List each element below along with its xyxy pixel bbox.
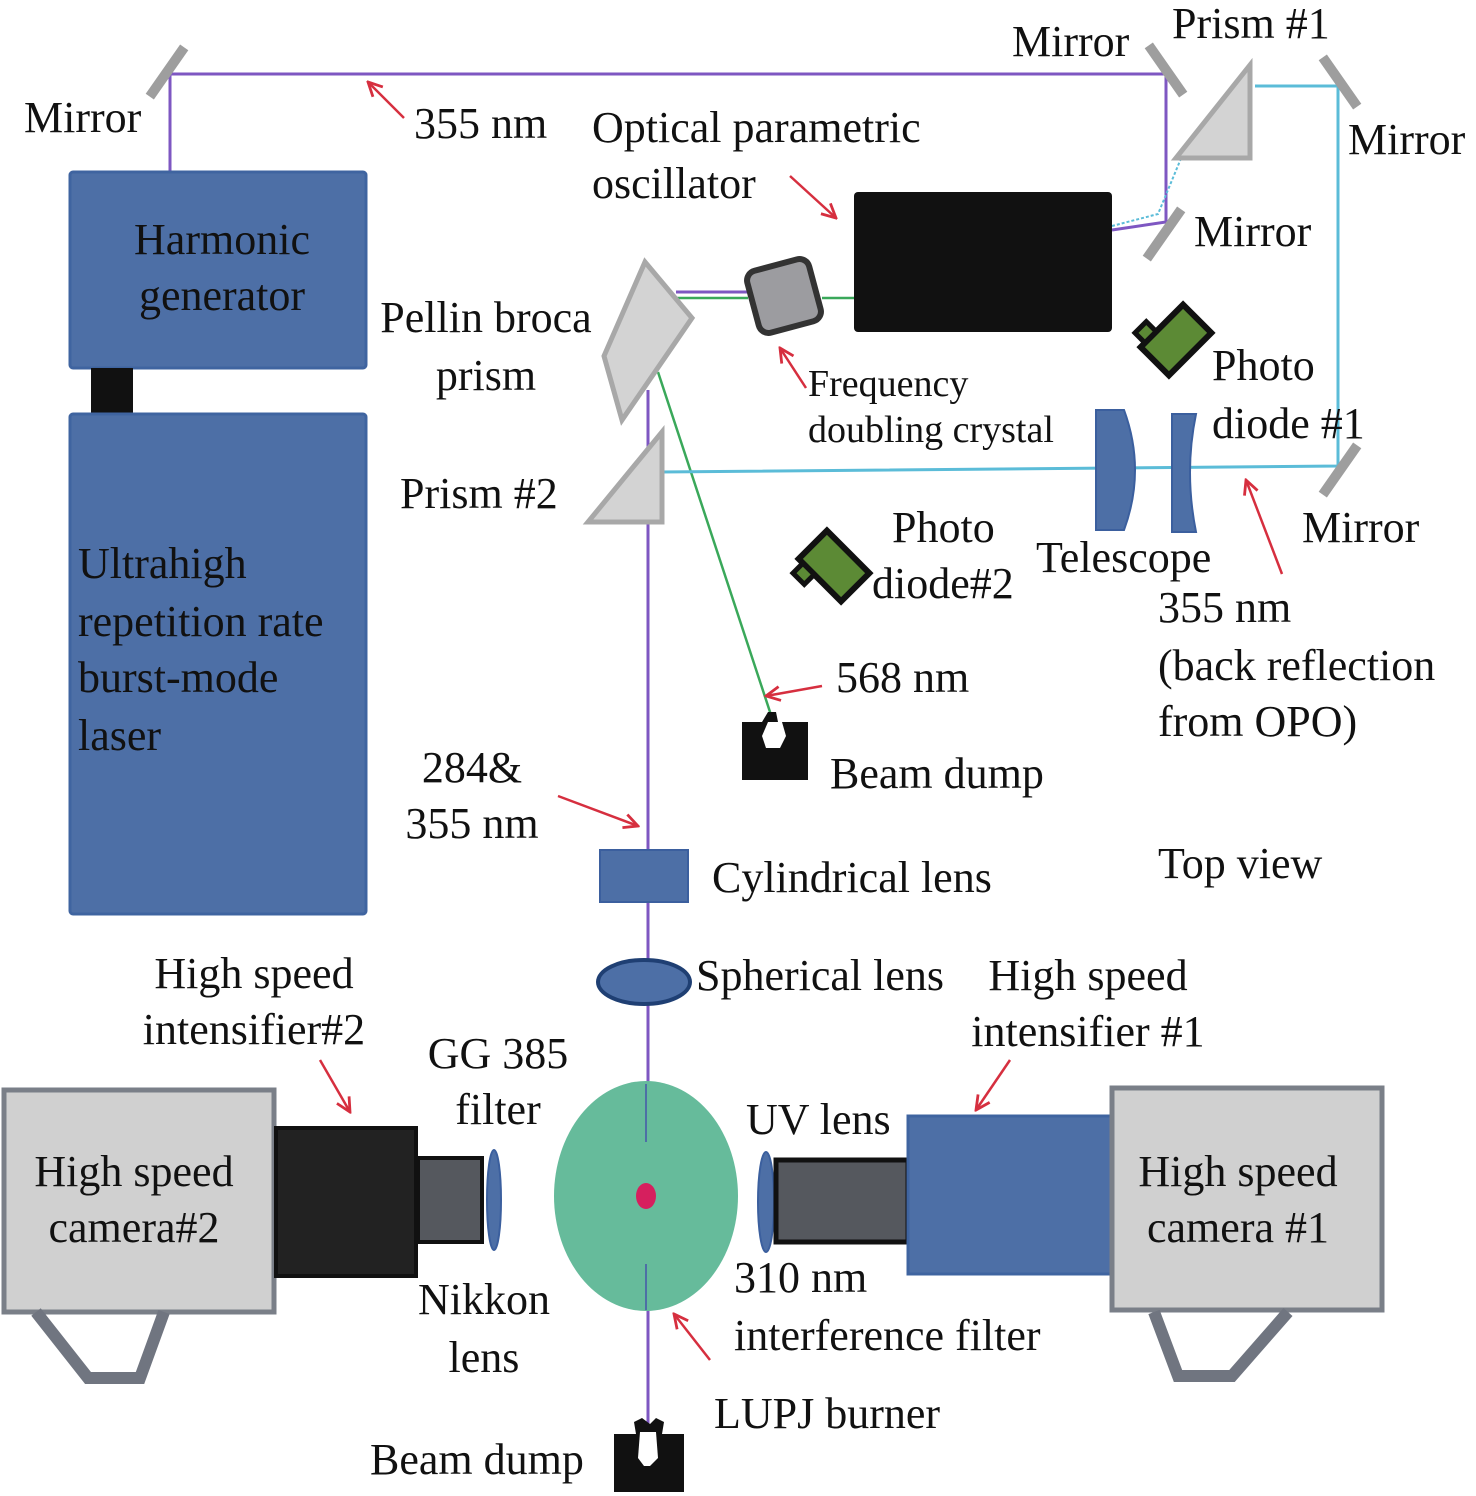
- mirror-lower-right: [1318, 442, 1362, 498]
- label-prism-1: Prism #1: [1172, 0, 1330, 48]
- interference-filter-body: [773, 1157, 911, 1245]
- intensifier-1: [906, 1114, 1116, 1276]
- intensifier-2: [274, 1126, 418, 1278]
- label-nikkon-line1: Nikkon: [418, 1275, 550, 1324]
- label-mirror-opo: Mirror: [1194, 207, 1312, 256]
- photodiode-1-icon: [1131, 300, 1216, 380]
- beam-568-to-dump: [656, 371, 774, 719]
- mirror-top-right: [1144, 42, 1188, 98]
- label-568nm: 568 nm: [836, 653, 969, 702]
- nikkon-lens-body: [416, 1156, 484, 1244]
- label-intensifier2-line1: High speed: [154, 949, 353, 998]
- label-interference-line1: 310 nm: [734, 1253, 867, 1302]
- camera-2-body: [1, 1087, 277, 1315]
- label-nikkon-line2: lens: [449, 1333, 520, 1382]
- opo-box: [854, 192, 1112, 332]
- label-mirror-top-right: Mirror: [1012, 17, 1130, 66]
- label-intensifier1-line1: High speed: [988, 951, 1187, 1000]
- telescope-lens-convex: [1095, 409, 1136, 531]
- label-prism-2: Prism #2: [400, 469, 558, 518]
- label-camera2-line1: High speed: [34, 1147, 233, 1196]
- uv-lens: [757, 1151, 775, 1253]
- laser-connector: [91, 368, 133, 414]
- label-pellin-line1: Pellin broca: [380, 293, 591, 342]
- flame-spot: [636, 1183, 656, 1209]
- label-355nm-top: 355 nm: [414, 99, 547, 148]
- mirror-top-left: [145, 44, 189, 100]
- label-beam-dump-lower: Beam dump: [370, 1435, 584, 1484]
- camera-2-handle: [31, 1308, 170, 1384]
- laser-box: [68, 412, 368, 916]
- spherical-lens: [596, 958, 692, 1006]
- beam-dump-lower-opening: [638, 1432, 658, 1466]
- annotation-arrows: [318, 82, 1284, 1361]
- label-pellin-line2: prism: [436, 351, 536, 400]
- label-gg385-line2: filter: [455, 1085, 541, 1134]
- label-284-355-line1: 284&: [422, 743, 522, 792]
- label-back-reflection-line1: 355 nm: [1158, 583, 1291, 632]
- label-mirror-lower-right: Mirror: [1302, 503, 1420, 552]
- label-opo-line1: Optical parametric: [592, 103, 921, 152]
- label-laser-line4: laser: [78, 711, 161, 760]
- telescope-lens-concave: [1171, 413, 1198, 533]
- pellin-broca-prism: [601, 257, 696, 426]
- label-laser-line1: Ultrahigh: [78, 539, 247, 588]
- label-top-view: Top view: [1158, 839, 1323, 888]
- label-gg385-line1: GG 385: [428, 1029, 569, 1078]
- label-beam-dump-upper: Beam dump: [830, 749, 1044, 798]
- label-spherical-lens: Spherical lens: [696, 951, 944, 1000]
- label-telescope: Telescope: [1036, 533, 1211, 582]
- label-cylindrical-lens: Cylindrical lens: [712, 853, 992, 902]
- label-camera1-line1: High speed: [1138, 1147, 1337, 1196]
- gg385-filter: [486, 1149, 502, 1251]
- label-freq-doubling-line2: doubling crystal: [808, 409, 1054, 451]
- label-harmonic-line1: Harmonic: [134, 215, 310, 264]
- camera-1-handle: [1148, 1308, 1293, 1382]
- label-interference-line2: interference filter: [734, 1311, 1041, 1360]
- cylindrical-lens: [599, 849, 689, 903]
- prism-1: [1170, 57, 1253, 161]
- label-back-reflection-line2: (back reflection: [1158, 641, 1435, 690]
- label-harmonic-line2: generator: [139, 271, 305, 320]
- label-photodiode2-line1: Photo: [892, 503, 995, 552]
- beam-uv-back-reflection: [659, 84, 1340, 474]
- beam-568nm-path: [656, 296, 856, 719]
- label-mirror-right: Mirror: [1348, 115, 1466, 164]
- mirror-opo-output: [1142, 206, 1186, 262]
- label-lupj-burner: LUPJ burner: [714, 1389, 940, 1438]
- harmonic-generator-box: [68, 170, 368, 370]
- beam-dump-upper-opening: [762, 722, 786, 748]
- label-intensifier2-line2: intensifier#2: [143, 1005, 365, 1054]
- prism-2: [582, 425, 665, 525]
- label-photodiode2-line2: diode#2: [872, 559, 1014, 608]
- label-camera1-line2: camera #1: [1147, 1203, 1329, 1252]
- frequency-doubling-crystal: [744, 256, 824, 336]
- photodiode-2-icon: [789, 526, 874, 606]
- label-284-355-line2: 355 nm: [405, 799, 538, 848]
- label-laser-line2: repetition rate: [78, 597, 324, 646]
- mirror-far-right: [1318, 54, 1362, 110]
- label-camera2-line2: camera#2: [49, 1203, 220, 1252]
- label-laser-line3: burst-mode: [78, 653, 278, 702]
- label-mirror-top-left: Mirror: [24, 93, 142, 142]
- label-photodiode1-line2: diode #1: [1212, 399, 1365, 448]
- label-freq-doubling-line1: Frequency: [808, 363, 968, 405]
- label-opo-line2: oscillator: [592, 159, 756, 208]
- camera-1-body: [1109, 1085, 1385, 1313]
- label-uv-lens: UV lens: [746, 1095, 891, 1144]
- label-photodiode1-line1: Photo: [1212, 341, 1315, 390]
- label-intensifier1-line2: intensifier #1: [971, 1007, 1204, 1056]
- label-back-reflection-line3: from OPO): [1158, 697, 1357, 746]
